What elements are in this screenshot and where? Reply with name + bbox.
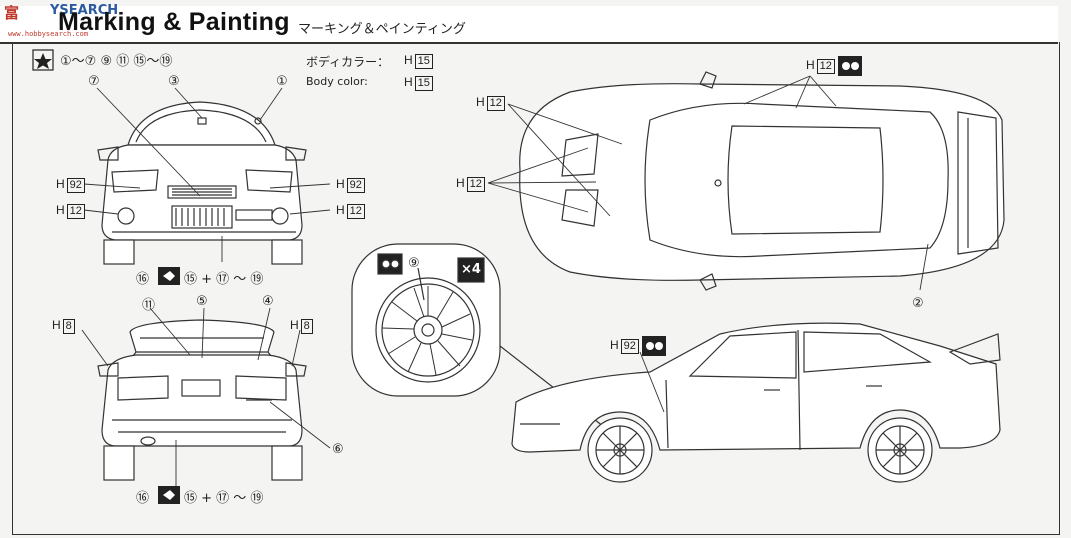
watermark-text: YSEARCH: [50, 3, 119, 18]
front-sequence-right: ⑮ + ⑰ ～ ⑲: [184, 272, 264, 287]
title-band: [0, 6, 1058, 44]
side-view-car: [511, 322, 1001, 483]
body-color-label-en: Body color:: [306, 75, 368, 88]
rear-callout-4: ④: [262, 294, 274, 309]
rear-view-car: [97, 319, 307, 481]
top-leaders: [487, 75, 929, 291]
top-view-car: [519, 71, 1005, 291]
front-leaders: [83, 87, 331, 262]
decal-icons: [158, 56, 862, 504]
wheel-callout-9: ⑨: [408, 256, 420, 271]
wheel-quantity: ×4: [461, 262, 481, 277]
front-callout-7: ⑦: [88, 74, 100, 89]
side-leaders: [639, 351, 665, 413]
header: 富 YSEARCH www.hobbysearch.com Marking & …: [0, 0, 1058, 44]
rear-callout-11: ⑪: [142, 298, 156, 313]
body-color-label-jp: ボディカラー：: [306, 55, 390, 69]
page-title: Marking & Painting: [58, 8, 290, 36]
watermark-url: www.hobbysearch.com: [8, 30, 89, 38]
top-callout-2: ②: [912, 296, 924, 311]
rear-callout-6: ⑥: [332, 442, 344, 457]
wheel-detail: [351, 243, 609, 431]
rear-sequence-right: ⑮ + ⑰ ～ ⑲: [184, 491, 264, 506]
rear-leaders: [81, 307, 331, 486]
watermark-logo: 富: [4, 4, 20, 22]
diagram-frame: [12, 42, 1060, 535]
star-box: [32, 49, 54, 71]
front-view-car: [97, 101, 307, 265]
page-title-japanese: マーキング＆ペインティング: [298, 22, 466, 37]
front-sequence-left: ⑯: [136, 272, 150, 287]
rear-callout-5: ⑤: [196, 294, 208, 309]
decal-sequence: ①～⑦ ⑨ ⑪ ⑮～⑲: [60, 54, 173, 69]
rear-sequence-left: ⑯: [136, 491, 150, 506]
star-icon: [34, 53, 52, 69]
front-callout-3: ③: [168, 74, 180, 89]
front-callout-1: ①: [276, 74, 288, 89]
